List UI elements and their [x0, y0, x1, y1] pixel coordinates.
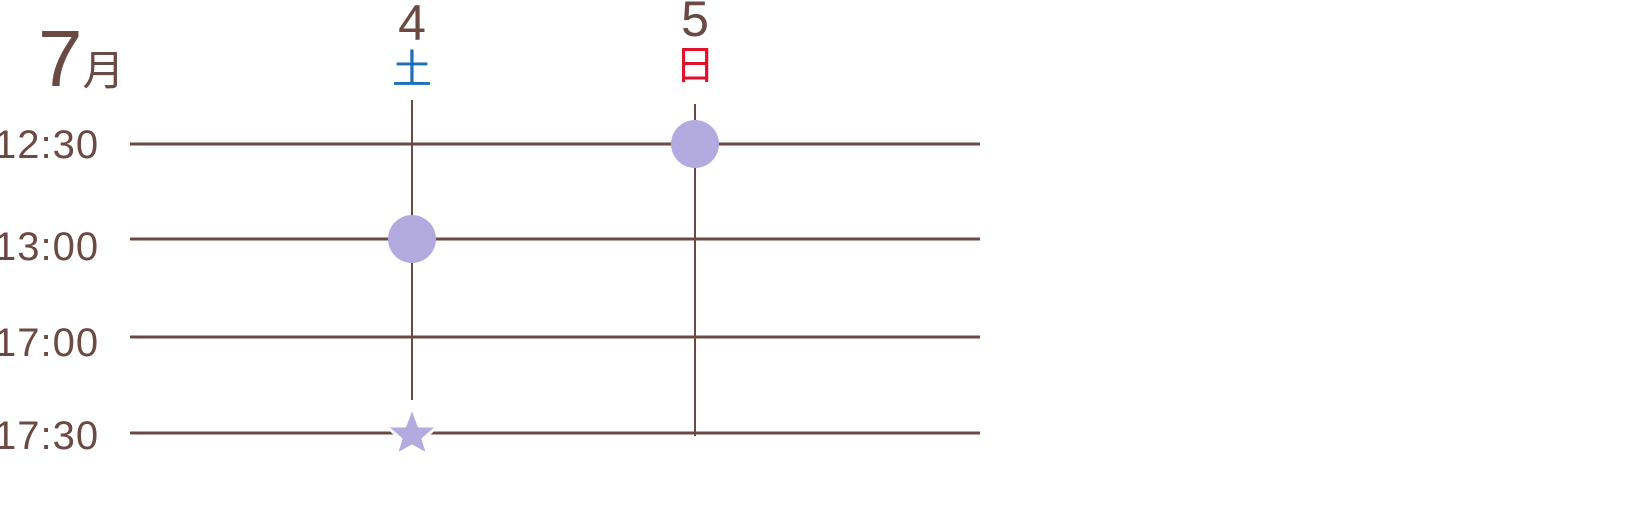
month-number: 7	[38, 14, 82, 103]
month-unit: 月	[82, 47, 125, 94]
weekday-label: 土	[392, 48, 432, 92]
day-number: 5	[681, 0, 709, 47]
marker-day4-1300	[388, 215, 436, 263]
star-marker-day4-1730	[384, 405, 440, 457]
time-label-1230: 12:30	[0, 123, 100, 167]
time-label-1300: 13:00	[0, 225, 100, 269]
weekday-label: 日	[675, 44, 715, 88]
marker-day5-1230	[671, 120, 719, 168]
time-label-1730: 17:30	[0, 414, 100, 458]
day-header-4: 4 土	[377, 0, 447, 92]
day-number: 4	[398, 0, 426, 51]
time-label-1700: 17:00	[0, 321, 100, 365]
day-header-5: 5 日	[660, 0, 730, 88]
month-label: 7 月	[38, 14, 125, 103]
